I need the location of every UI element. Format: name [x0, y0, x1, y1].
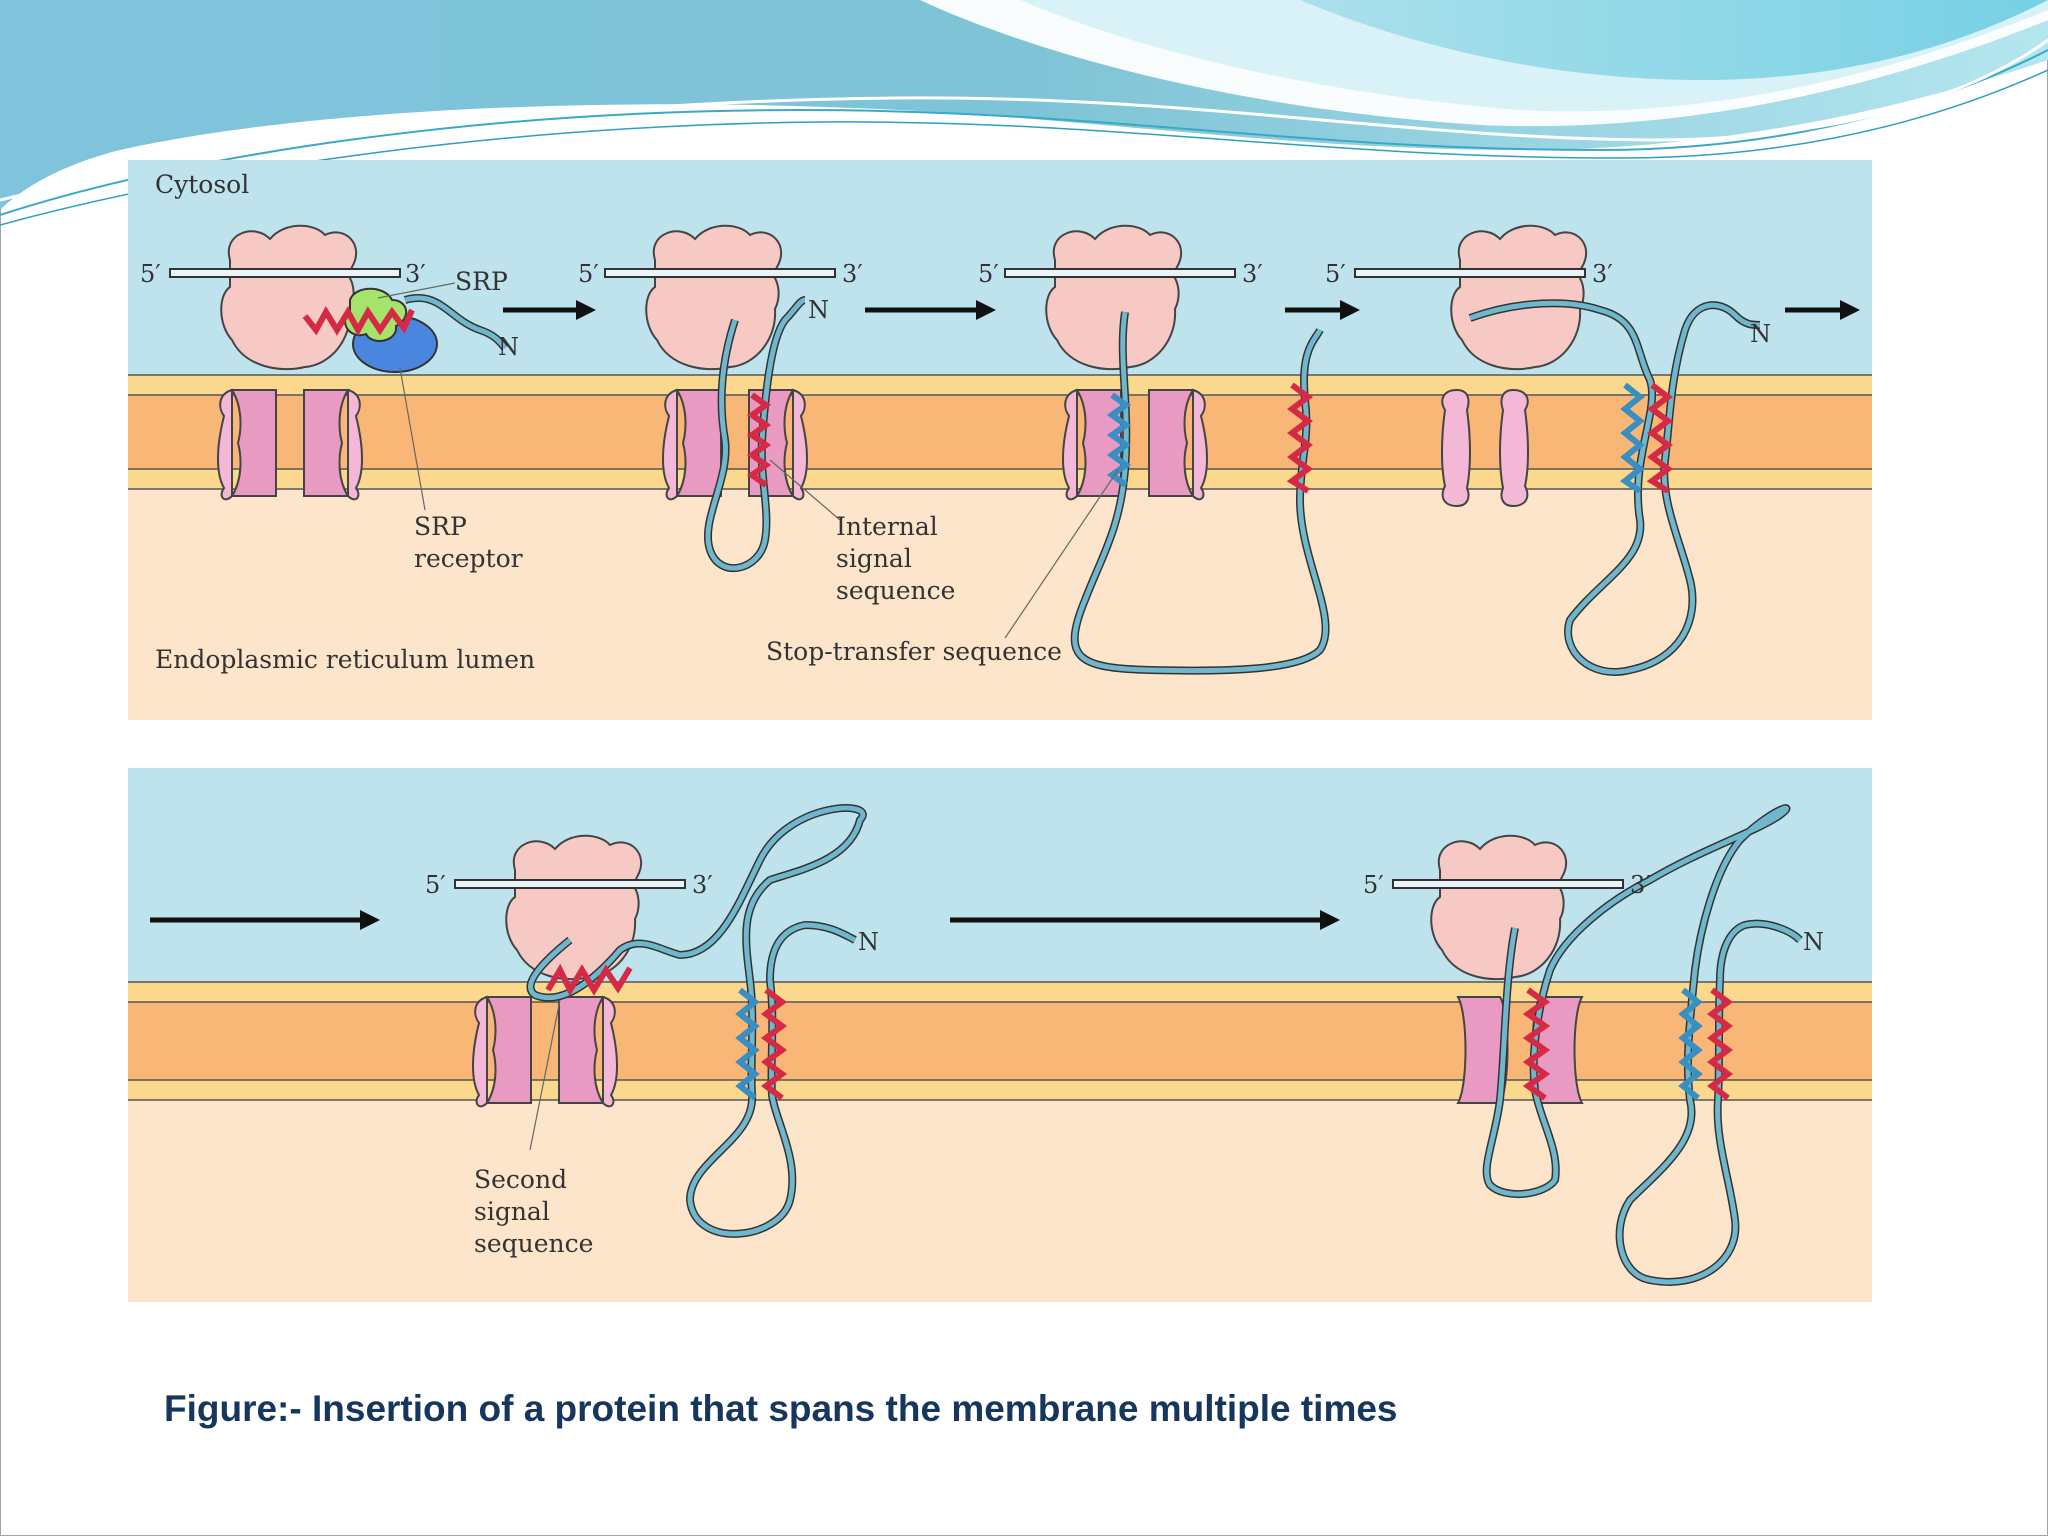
process-arrow — [1785, 300, 1860, 320]
mrna-3-prime-end: 3′ — [1592, 260, 1613, 288]
internal-signal-label-line3: sequence — [836, 576, 955, 605]
second-signal-label-line2: signal — [474, 1197, 550, 1226]
mrna-3-prime-end: 3′ — [842, 260, 863, 288]
internal-signal-label-line1: Internal — [836, 512, 938, 541]
n-terminus-label: N — [808, 296, 829, 324]
stage-3-stop-transfer: 5′ 3′ Stop-transfer sequence — [766, 224, 1330, 675]
mrna-3-prime-end: 3′ — [405, 260, 426, 288]
mrna-5-prime-end: 5′ — [1363, 871, 1384, 899]
panel-bottom — [128, 768, 1872, 1302]
second-signal-label-line1: Second — [474, 1165, 567, 1194]
process-arrow — [865, 300, 996, 320]
process-arrow — [950, 910, 1340, 930]
stage-6-multipass-complete: 5′ 3′ N — [1363, 804, 1824, 1286]
srp-receptor-label-line1: SRP — [414, 512, 467, 541]
srp-receptor-label-line2: receptor — [414, 544, 523, 573]
stage-1-srp-targeting: 5′ 3′ SRP N SRP receptor — [140, 224, 523, 573]
second-signal-label-line3: sequence — [474, 1229, 593, 1258]
stage-4-first-pair-inserted: 5′ 3′ N — [1325, 224, 1771, 676]
mrna-5-prime-end: 5′ — [1325, 260, 1346, 288]
mrna-strand — [169, 268, 401, 278]
n-terminus-label: N — [858, 928, 879, 956]
mrna-5-prime-end: 5′ — [578, 260, 599, 288]
n-terminus-label: N — [1803, 928, 1824, 956]
er-lumen-label: Endoplasmic reticulum lumen — [155, 645, 535, 674]
stage-5-second-signal-insertion: 5′ 3′ N Second signal sequence — [425, 804, 879, 1258]
mrna-5-prime-end: 5′ — [978, 260, 999, 288]
figure-caption: Figure:- Insertion of a protein that spa… — [164, 1388, 1398, 1429]
mrna-3-prime-end: 3′ — [692, 871, 713, 899]
internal-signal-label-line2: signal — [836, 544, 912, 573]
panel-top — [128, 160, 1872, 720]
mrna-3-prime-end: 3′ — [1630, 871, 1651, 899]
mrna-5-prime-end: 5′ — [425, 871, 446, 899]
stage-2-internal-signal-insertion: 5′ 3′ N Internal signal sequence — [578, 224, 955, 605]
n-terminus-label: N — [1750, 320, 1771, 348]
process-arrow — [1285, 300, 1360, 320]
mrna-5-prime-end: 5′ — [140, 260, 161, 288]
process-arrow — [150, 910, 380, 930]
srp-label: SRP — [455, 267, 508, 296]
cytosol-label: Cytosol — [155, 170, 249, 199]
stop-transfer-label: Stop-transfer sequence — [766, 637, 1062, 666]
decorative-wave-banner — [0, 0, 2048, 226]
mrna-3-prime-end: 3′ — [1242, 260, 1263, 288]
n-terminus-label: N — [498, 333, 519, 361]
process-arrow — [503, 300, 596, 320]
